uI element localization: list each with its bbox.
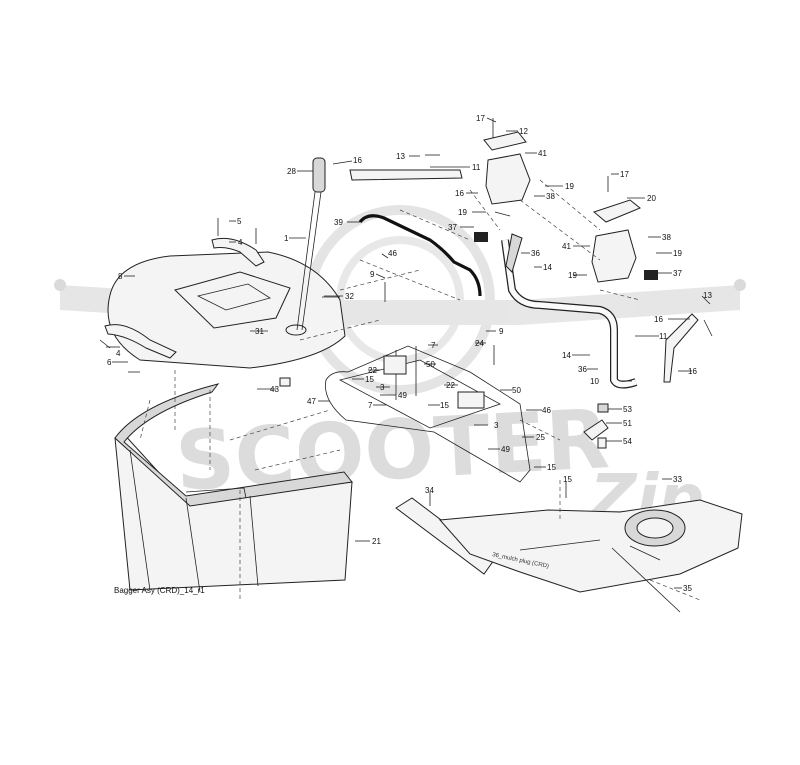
nut-43 xyxy=(279,377,291,387)
callout-32: 32 xyxy=(345,292,354,301)
bracket-lower xyxy=(104,324,177,359)
callout-1: 1 xyxy=(284,234,289,243)
callout-3: 3 xyxy=(380,383,385,392)
callout-49: 49 xyxy=(501,445,510,454)
callout-19: 19 xyxy=(565,182,574,191)
bracket-20 xyxy=(592,199,641,223)
callout-7: 7 xyxy=(431,341,436,350)
fitting-51 xyxy=(583,419,609,441)
callout-38: 38 xyxy=(662,233,671,242)
callout-36: 36 xyxy=(531,249,540,258)
callouts: 17 12 13 41 16 11 28 16 19 38 17 20 19 5… xyxy=(107,114,712,593)
bracket-41-top xyxy=(485,153,531,205)
callout-19: 19 xyxy=(568,271,577,280)
callout-19: 19 xyxy=(673,249,682,258)
parts-drawing xyxy=(99,118,743,613)
fitting-54 xyxy=(597,437,607,449)
callout-28: 28 xyxy=(287,167,296,176)
callout-11: 11 xyxy=(472,163,481,172)
callout-37: 37 xyxy=(448,223,457,232)
callout-4: 4 xyxy=(238,238,243,247)
callout-51: 51 xyxy=(623,419,632,428)
callout-15: 15 xyxy=(365,375,374,384)
callout-46: 46 xyxy=(388,249,397,258)
callout-10: 10 xyxy=(590,377,599,386)
callout-8: 8 xyxy=(118,272,123,281)
callout-17: 17 xyxy=(476,114,485,123)
callout-22: 22 xyxy=(368,366,377,375)
callout-47: 47 xyxy=(307,397,316,406)
block-37-left xyxy=(474,232,488,242)
rod-35 xyxy=(611,547,681,613)
callout-19: 19 xyxy=(458,208,467,217)
callout-14: 14 xyxy=(543,263,552,272)
callout-25: 25 xyxy=(536,433,545,442)
callout-6: 6 xyxy=(107,358,112,367)
callout-14: 14 xyxy=(562,351,571,360)
callout-5: 5 xyxy=(237,217,242,226)
handle-grip xyxy=(312,157,326,193)
callout-11: 11 xyxy=(659,332,668,341)
assembly-lines xyxy=(139,179,701,601)
callout-16: 16 xyxy=(654,315,663,324)
callout-46: 46 xyxy=(542,406,551,415)
callout-31: 31 xyxy=(255,327,264,336)
callout-20: 20 xyxy=(647,194,656,203)
bag-rim xyxy=(114,383,353,507)
callout-50: 50 xyxy=(512,386,521,395)
callout-24: 24 xyxy=(475,339,484,348)
callout-13: 13 xyxy=(703,291,712,300)
callout-36: 36 xyxy=(578,365,587,374)
callout-15: 15 xyxy=(563,475,572,484)
bracket-22-left xyxy=(383,355,407,375)
callout-9: 9 xyxy=(370,270,375,279)
cover-raised-panel xyxy=(174,271,291,329)
bracket-upper xyxy=(211,237,265,267)
callout-54: 54 xyxy=(623,437,632,446)
callout-41: 41 xyxy=(538,149,547,158)
bracket-41-right xyxy=(591,229,637,283)
callout-22: 22 xyxy=(446,381,455,390)
callout-41: 41 xyxy=(562,242,571,251)
callout-15: 15 xyxy=(440,401,449,410)
callout-16: 16 xyxy=(353,156,362,165)
bolts xyxy=(99,118,713,373)
mulch-plug-33 xyxy=(438,499,743,593)
callout-13: 13 xyxy=(396,152,405,161)
bracket-22-right xyxy=(457,391,485,409)
callout-15: 15 xyxy=(547,463,556,472)
callout-12: 12 xyxy=(519,127,528,136)
block-37-right xyxy=(644,270,658,280)
callout-4: 4 xyxy=(116,349,121,358)
arm-11-top xyxy=(349,169,463,181)
callout-21: 21 xyxy=(372,537,381,546)
handle-rod xyxy=(296,191,322,331)
callout-49: 49 xyxy=(398,391,407,400)
callout-9: 9 xyxy=(499,327,504,336)
callout-35: 35 xyxy=(683,584,692,593)
callout-43: 43 xyxy=(270,385,279,394)
callout-33: 33 xyxy=(673,475,682,484)
fitting-53 xyxy=(597,403,609,413)
callout-16: 16 xyxy=(688,367,697,376)
callout-16: 16 xyxy=(455,189,464,198)
callout-50: 50 xyxy=(426,360,435,369)
leader-lines xyxy=(106,117,711,589)
diagram-caption: Bagger Asy (CRD)_14_r1 xyxy=(114,586,205,595)
callout-38: 38 xyxy=(546,192,555,201)
callout-7: 7 xyxy=(368,401,373,410)
callout-17: 17 xyxy=(620,170,629,179)
rod-39 xyxy=(358,214,482,297)
arm-11-right xyxy=(663,313,699,383)
callout-53: 53 xyxy=(623,405,632,414)
callout-39: 39 xyxy=(334,218,343,227)
callout-34: 34 xyxy=(425,486,434,495)
callout-3: 3 xyxy=(494,421,499,430)
callout-37: 37 xyxy=(673,269,682,278)
